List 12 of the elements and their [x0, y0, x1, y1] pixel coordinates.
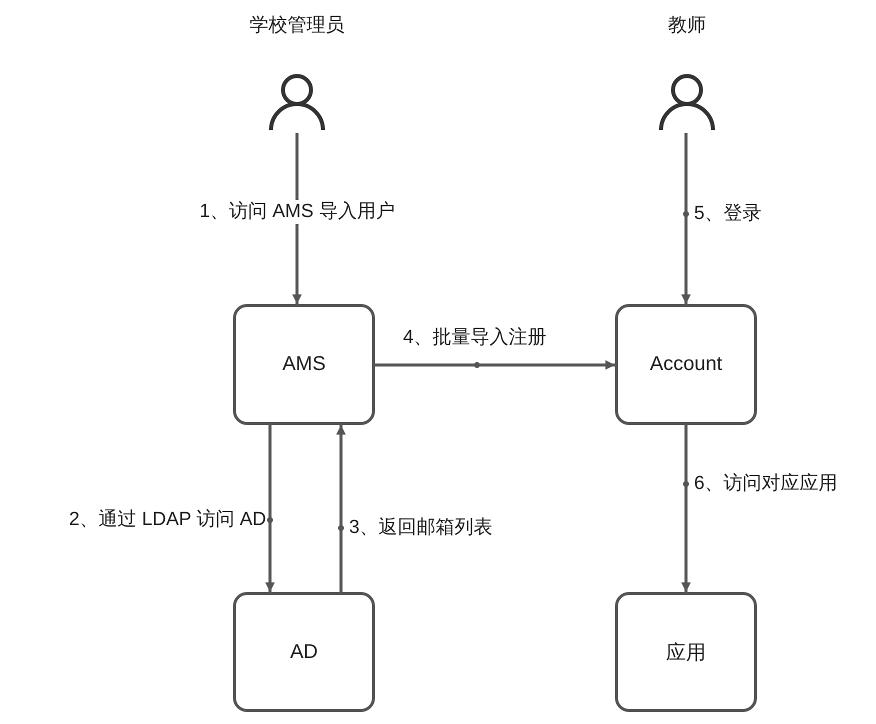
- arrow: [681, 425, 691, 592]
- process-box: Account: [615, 304, 757, 425]
- arrow: [336, 425, 346, 592]
- actor-name: 教师: [667, 14, 707, 38]
- actor-name: 学校管理员: [248, 14, 346, 38]
- process-box: AD: [233, 592, 375, 712]
- process-box: 应用: [615, 592, 757, 712]
- arrow: [265, 425, 275, 592]
- arrow: [375, 360, 615, 370]
- process-box: AMS: [233, 304, 375, 425]
- edge-label: 1、访问 AMS 导入用户: [200, 200, 395, 224]
- arrow: [681, 133, 691, 304]
